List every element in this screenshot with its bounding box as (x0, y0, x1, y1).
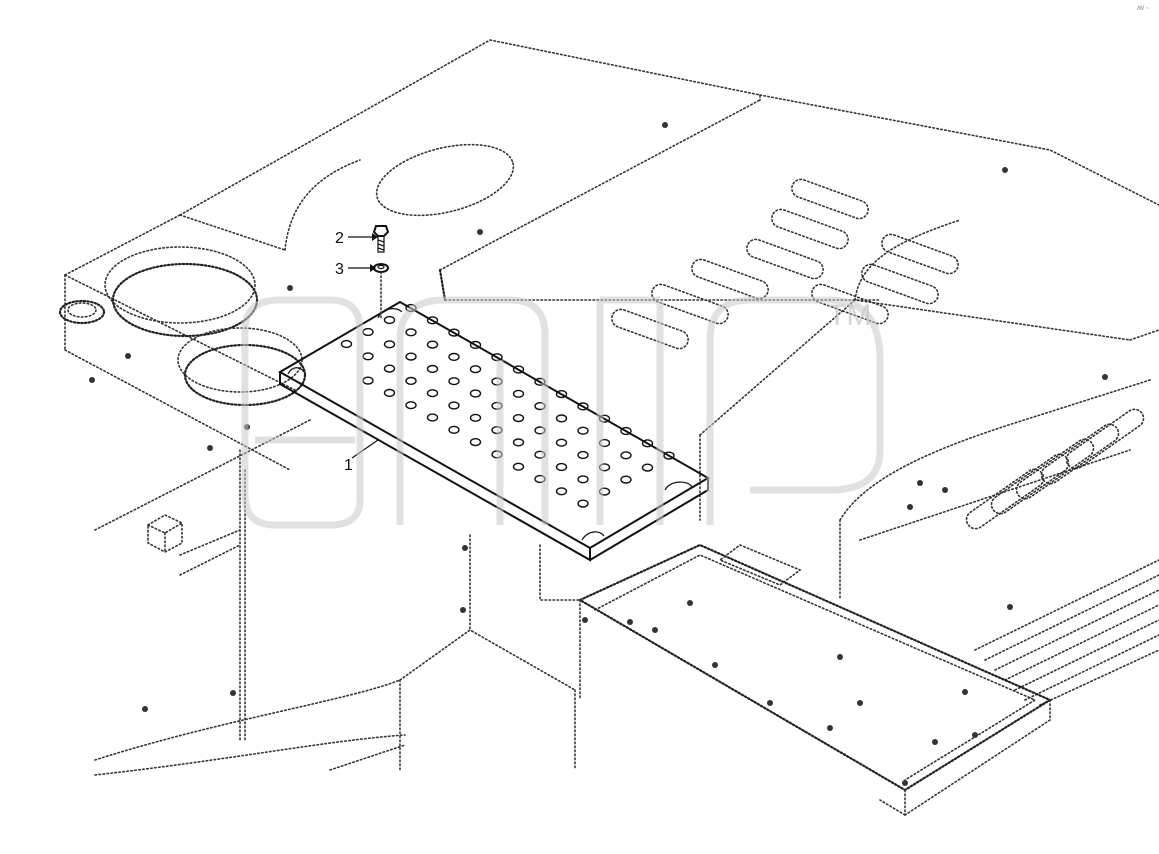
watermark-tm: ТМ (828, 299, 871, 332)
plate-hole (426, 316, 439, 325)
plate-hole (555, 487, 568, 496)
fastener-dots (89, 122, 1108, 786)
machine-body-outline (64, 39, 1159, 816)
plate-hole (362, 352, 374, 361)
plate-holes (340, 303, 675, 508)
plate-hole (620, 475, 632, 484)
plate-hole (512, 438, 525, 447)
plate-hole (405, 352, 417, 361)
plate-hole (383, 315, 396, 325)
plate-hole (512, 389, 525, 398)
plate-hole (340, 339, 353, 349)
plate-hole (469, 413, 482, 422)
plate-hole (641, 463, 654, 472)
plate-hole (663, 451, 675, 460)
plate-hole (426, 413, 439, 422)
plate-hole (641, 439, 654, 448)
plate-hole (448, 425, 460, 434)
plate-hole (512, 462, 525, 471)
plate-hole (577, 450, 589, 460)
plate-hole (405, 376, 417, 386)
plate-hole (426, 340, 439, 349)
plate-hole (383, 364, 396, 373)
plate-hole (555, 414, 568, 423)
plate-hole (577, 499, 589, 508)
plate-hole (469, 438, 482, 447)
hood-oval (375, 143, 515, 217)
plate-hole (577, 402, 589, 411)
small-block (147, 514, 183, 553)
plate-hole (362, 376, 374, 385)
callout-1: 1 (344, 439, 379, 474)
plate-hole (577, 426, 589, 435)
bolt (372, 225, 390, 253)
callout-3: 3 (335, 261, 376, 278)
plate-hole (512, 365, 525, 374)
plate-hole (383, 388, 396, 398)
plate-hole (620, 451, 632, 460)
plate-hole (512, 414, 525, 423)
plate-hole (426, 364, 439, 374)
plate-hole (555, 462, 568, 472)
round-caps (58, 246, 307, 407)
plate-hole (383, 340, 396, 349)
callout-label-1: 1 (344, 457, 353, 474)
step-plate (277, 300, 710, 562)
plate-hole (555, 390, 568, 399)
plate-hole (448, 328, 460, 337)
callout-label-3: 3 (335, 261, 344, 278)
plate-hole (577, 475, 589, 484)
plate-hole (469, 389, 482, 398)
plate-hole (405, 328, 417, 337)
plate-hole (362, 327, 374, 337)
plate-hole (448, 401, 460, 410)
plate-hole (620, 426, 632, 436)
vent-slots (611, 178, 1145, 530)
plate-hole (555, 438, 568, 447)
corner-mark: ꟿ ~ (1137, 5, 1150, 12)
watermark: ТМ (241, 296, 884, 529)
plate-hole (426, 389, 439, 398)
plate-hole (448, 352, 460, 362)
washer (373, 263, 389, 273)
callout-2: 2 (335, 230, 378, 247)
callout-label-2: 2 (335, 230, 344, 247)
plate-hole (469, 340, 482, 350)
plate-hole (405, 401, 417, 410)
plate-hole (448, 377, 460, 386)
plate-hole (469, 365, 482, 374)
